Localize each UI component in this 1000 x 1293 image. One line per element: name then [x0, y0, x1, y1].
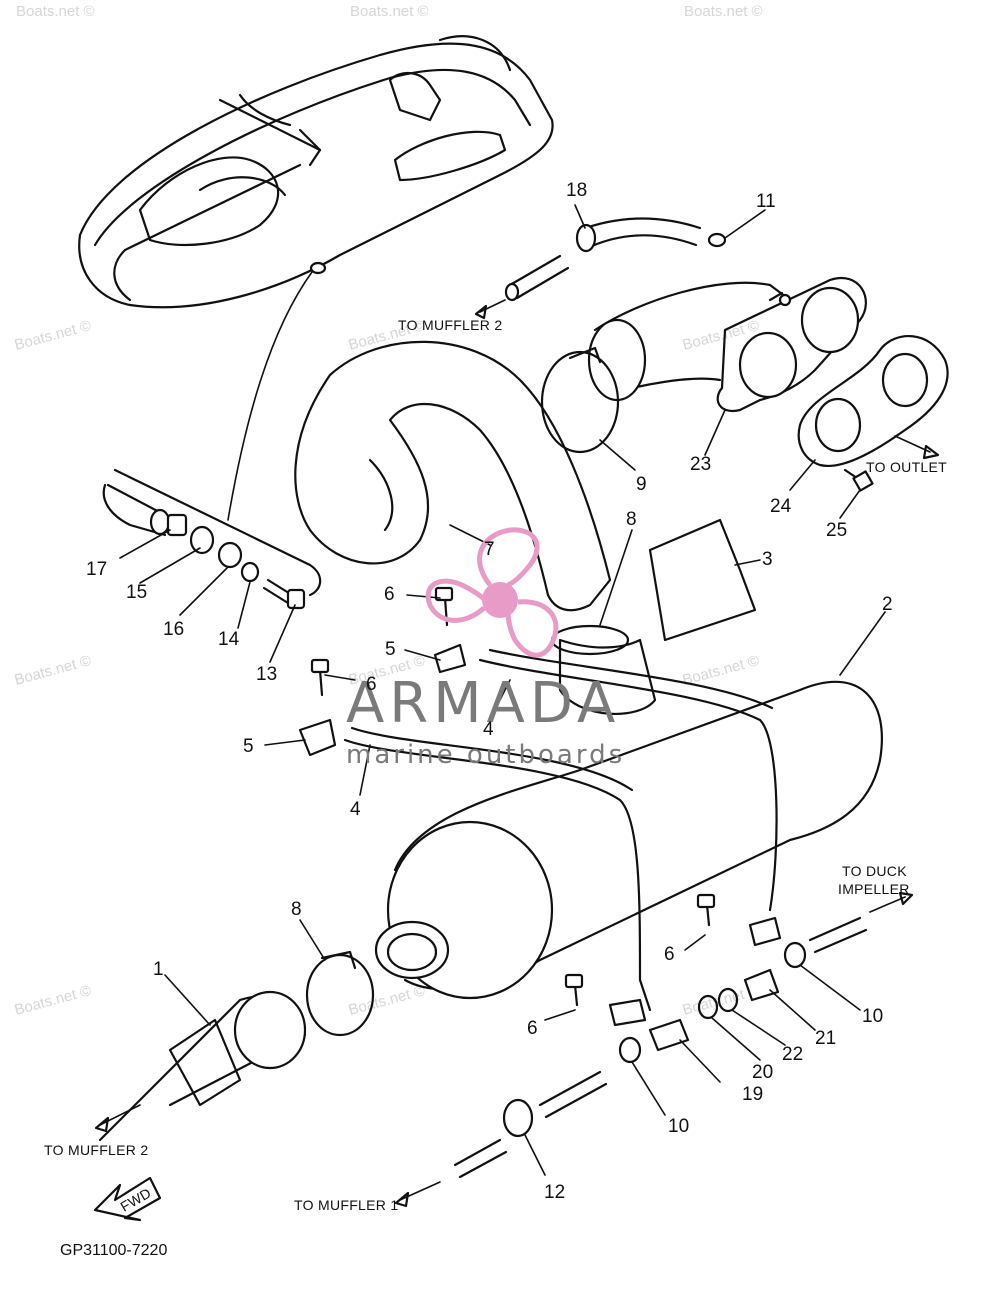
watermark: Boats.net © [13, 982, 93, 1019]
part-1-exhaust-pipe [94, 990, 307, 1142]
part-label: 2 [882, 594, 893, 615]
part-label: 11 [756, 191, 776, 212]
part-2-muffler [374, 638, 883, 1000]
part-24-gasket [797, 335, 949, 468]
part-label: 6 [384, 584, 395, 605]
watermark: Boats.net © [350, 3, 429, 20]
note-to-duck-line2: IMPELLER [838, 881, 910, 897]
part-label: 4 [350, 799, 361, 820]
watermark: Boats.net © [13, 652, 93, 689]
part-label: 8 [626, 509, 637, 530]
part-9-hose-clamp [540, 346, 620, 454]
part-8-lower-clamp [305, 950, 375, 1037]
part-label: 14 [218, 629, 240, 650]
part-label: 17 [86, 559, 107, 580]
part-label: 5 [385, 639, 396, 660]
watermark: Boats.net © [684, 3, 763, 20]
note-to-outlet: TO OUTLET [866, 459, 947, 475]
water-lines-lower [394, 891, 914, 1208]
brand-tagline: marine outboards [346, 740, 625, 770]
part-label: 22 [782, 1044, 803, 1065]
part-label: 1 [153, 959, 164, 980]
fwd-label: FWD [117, 1185, 153, 1215]
part-label: 3 [762, 549, 773, 570]
watermark: Boats.net © [13, 317, 93, 354]
part-label: 15 [126, 582, 147, 603]
part-label: 21 [815, 1028, 836, 1049]
leader-lines [119, 204, 886, 1176]
part-label: 20 [752, 1062, 773, 1083]
part-label: 18 [566, 180, 587, 201]
brand-name: ARMADA [346, 671, 620, 736]
note-to-duck-line1: TO DUCK [842, 863, 907, 879]
part-label: 4 [483, 719, 494, 740]
note-to-muffler-2-bottom: TO MUFFLER 2 [44, 1142, 148, 1158]
part-label: 24 [770, 496, 792, 517]
part-label: 8 [291, 899, 302, 920]
leader-line [227, 271, 313, 521]
note-to-muffler-2-top: TO MUFFLER 2 [398, 317, 502, 333]
drain-fitting-assembly [102, 468, 322, 610]
part-label: 6 [527, 1018, 538, 1039]
watermark-layer: Boats.net © Boats.net © Boats.net © Boat… [13, 3, 763, 1019]
watermark: Boats.net © [347, 982, 427, 1019]
part-label: 10 [862, 1006, 883, 1027]
note-to-muffler-1: TO MUFFLER 1 [294, 1197, 398, 1213]
mounting-clips-bolts [298, 586, 782, 1027]
part-number-labels: 1 2 3 4 4 5 5 6 6 6 6 7 8 8 9 10 10 11 1… [86, 180, 893, 1203]
part-4-muffler-straps [343, 648, 778, 1012]
part-label: 10 [668, 1116, 689, 1137]
diagram-id: GP31100-7220 [60, 1242, 167, 1259]
watermark: Boats.net © [16, 3, 95, 20]
part-label: 5 [243, 736, 254, 757]
part-label: 19 [742, 1084, 763, 1105]
jet-ski-illustration [78, 35, 554, 309]
part-label: 25 [826, 520, 847, 541]
armada-propeller-logo [425, 527, 559, 658]
part-7-exhaust-pipe [294, 340, 612, 612]
part-23-exhaust-manifold [587, 277, 867, 413]
part-25-bolt [843, 468, 874, 492]
water-hose-upper [474, 217, 727, 320]
part-3-heat-shield [648, 518, 757, 642]
part-label: 13 [256, 664, 277, 685]
part-label: 23 [690, 454, 711, 475]
part-label: 6 [366, 674, 377, 695]
fwd-direction-arrow: FWD [93, 1176, 162, 1222]
part-label: 16 [163, 619, 184, 640]
part-label: 7 [484, 539, 495, 560]
part-label: 9 [636, 474, 647, 495]
part-label: 12 [544, 1182, 565, 1203]
part-label: 6 [664, 944, 675, 965]
